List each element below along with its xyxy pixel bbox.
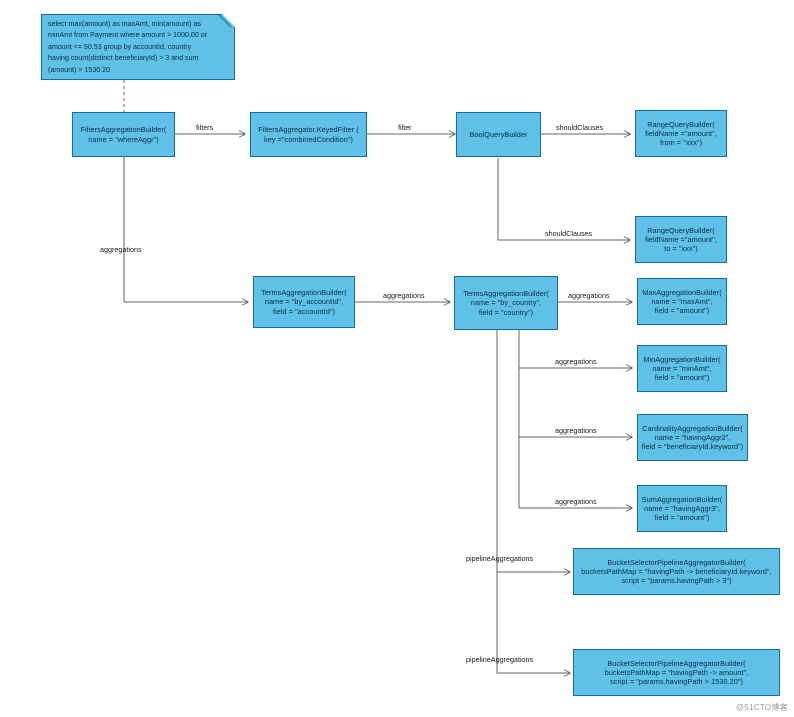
node-bucket-count-line-3: script = "params.havingPath > 3"): [621, 576, 732, 586]
edge-pipeline-1-line: [496, 330, 570, 572]
edge-label-filters: filters: [196, 123, 214, 132]
node-terms-account-line-3: field = "accountId"): [273, 306, 335, 316]
node-bucket-sum-line-2: bucketsPathMap = "havingPath -> amount",: [604, 667, 749, 677]
note-line-3: amount <= 50.53 group by accountId, coun…: [48, 42, 192, 51]
node-min-aggregation-builder[interactable]: MinAggregationBuilder( name = "minAmt", …: [637, 345, 727, 392]
edge-label-filter: filter: [398, 123, 412, 132]
node-keyed-filter-line-2: key ="combinedCondition"): [264, 134, 353, 144]
node-range-to-line-3: to = "xxx"): [664, 244, 698, 254]
node-filters-aggregation-builder[interactable]: FiltersAggregationBuilder( name = "where…: [72, 112, 175, 157]
edge-label-aggregations-cardinality: aggregations: [555, 426, 597, 435]
edge-label-aggregations-min: aggregations: [555, 357, 597, 366]
edge-shouldclauses-2-line: [497, 158, 630, 240]
note-line-5: (amount) > 1530.20: [48, 65, 111, 74]
node-sum-line-1: SumAggregationBuilder(: [641, 494, 723, 504]
node-range-to-line-2: fieldName ="amount",: [645, 234, 717, 244]
sql-note: select max(amount) as maxAmt, min(amount…: [41, 14, 235, 80]
node-cardinality-line-3: field = "beneficiaryId.keyword"): [641, 442, 744, 452]
edge-label-aggregations-root: aggregations: [100, 245, 142, 254]
edge-label-aggregations-max: aggregations: [568, 291, 610, 300]
node-max-line-3: field = "amount"): [654, 306, 710, 316]
edge-aggregations-root-line: [123, 157, 248, 302]
node-terms-aggregation-builder-country[interactable]: TermsAggregationBuilder( name = "by_coun…: [454, 276, 558, 330]
note-line-1: select max(amount) as maxAmt, min(amount…: [48, 20, 201, 28]
node-min-line-1: MinAggregationBuilder(: [643, 354, 721, 364]
node-sum-line-2: name = "havingAggr3",: [644, 503, 720, 513]
node-max-aggregation-builder[interactable]: MaxAggregationBuilder( name = "maxAmt", …: [637, 278, 727, 325]
node-range-query-builder-from[interactable]: RangeQueryBuilder( fieldName ="amount", …: [635, 110, 727, 157]
node-filters-aggregation-builder-line-1: FiltersAggregationBuilder(: [80, 125, 167, 135]
node-cardinality-aggregation-builder[interactable]: CardinalityAggregationBuilder( name = "h…: [637, 414, 748, 461]
node-max-line-2: name = "maxAmt",: [651, 296, 713, 306]
node-keyed-filter-line-1: FiltersAggregator.KeyedFilter (: [258, 125, 359, 135]
note-fold-corner: [222, 14, 235, 27]
node-terms-country-line-3: field = "country"): [478, 307, 534, 317]
node-bucket-sum-line-1: BucketSelectorPipelineAggregatorBuilder(: [607, 658, 746, 668]
node-bool-query-builder[interactable]: BoolQueryBuilder: [456, 112, 541, 157]
edge-label-shouldclauses-1: shouldClauses: [556, 123, 604, 132]
node-bucket-sum-line-3: script = "params.havingPath > 1530.20"): [610, 677, 743, 687]
node-bucket-selector-having-sum[interactable]: BucketSelectorPipelineAggregatorBuilder(…: [573, 649, 780, 696]
node-terms-country-line-1: TermsAggregationBuilder(: [463, 289, 549, 298]
node-bucket-count-line-1: BucketSelectorPipelineAggregatorBuilder(: [607, 557, 746, 567]
node-sum-aggregation-builder[interactable]: SumAggregationBuilder( name = "havingAgg…: [637, 485, 727, 532]
edge-label-aggregations-sum: aggregations: [555, 497, 597, 506]
node-filters-aggregator-keyed-filter[interactable]: FiltersAggregator.KeyedFilter ( key ="co…: [250, 112, 367, 157]
node-range-query-builder-to[interactable]: RangeQueryBuilder( fieldName ="amount", …: [635, 216, 727, 263]
node-terms-country-line-2: name = "by_country",: [470, 298, 542, 308]
node-range-from-line-2: fieldName ="amount",: [645, 128, 717, 138]
node-bool-query-builder-line-1: BoolQueryBuilder: [469, 129, 528, 139]
node-max-line-1: MaxAggregationBuilder(: [642, 287, 722, 297]
node-filters-aggregation-builder-line-2: name = "whereAggr"): [88, 134, 159, 144]
node-bucket-count-line-2: bucketsPathMap = "havingPath -> benefici…: [581, 566, 772, 576]
edge-aggregations-cardinality-line: [518, 330, 632, 437]
node-cardinality-line-2: name = "havingAggr2",: [654, 432, 731, 442]
node-range-from-line-1: RangeQueryBuilder(: [647, 119, 715, 129]
node-sum-line-3: field = "amount"): [654, 513, 710, 523]
node-cardinality-line-1: CardinalityAggregationBuilder(: [642, 423, 743, 433]
edge-label-shouldclauses-2: shouldClauses: [545, 229, 593, 238]
node-range-from-line-3: from = "xxx"): [659, 138, 703, 148]
node-range-to-line-1: RangeQueryBuilder(: [647, 225, 715, 235]
edge-label-pipeline-2: pipelineAggregations: [466, 655, 534, 664]
note-line-2: minAmt from Payment where amount > 1000.…: [48, 31, 208, 40]
node-min-line-3: field = "amount"): [654, 373, 710, 383]
watermark: @51CTO博客: [735, 703, 788, 712]
edge-label-aggregations-country: aggregations: [383, 291, 425, 300]
node-terms-account-line-2: name = "by_accountId",: [264, 297, 344, 307]
node-terms-account-line-1: TermsAggregationBuilder(: [261, 288, 347, 297]
note-line-4: having count(distinct beneficiaryId) > 3…: [48, 54, 199, 63]
edge-label-pipeline-1: pipelineAggregations: [466, 554, 534, 563]
node-min-line-2: name = "minAmt",: [652, 363, 712, 373]
node-bucket-selector-having-count[interactable]: BucketSelectorPipelineAggregatorBuilder(…: [573, 548, 780, 595]
node-terms-aggregation-builder-account[interactable]: TermsAggregationBuilder( name = "by_acco…: [253, 276, 355, 328]
